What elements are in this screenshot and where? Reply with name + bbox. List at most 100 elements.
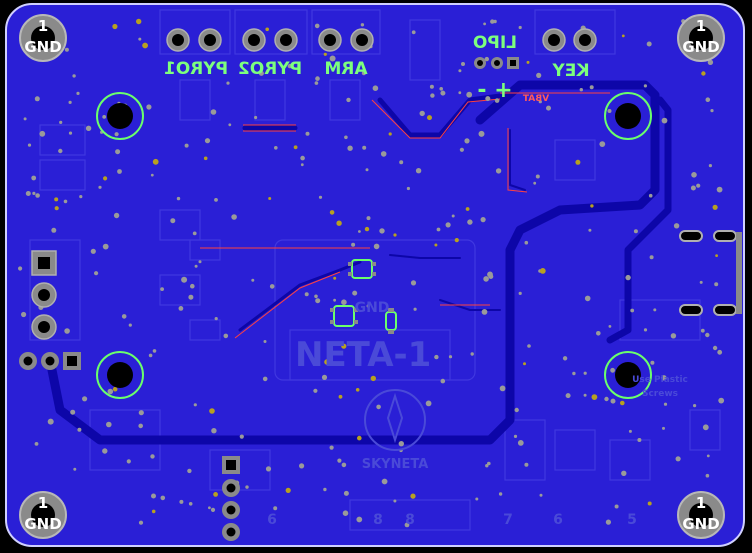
via — [546, 105, 551, 111]
via — [480, 217, 486, 223]
via — [68, 131, 73, 135]
via — [366, 216, 371, 221]
via — [192, 231, 197, 236]
via — [535, 174, 540, 179]
via — [209, 408, 215, 414]
via — [176, 196, 181, 201]
red-traces — [200, 92, 610, 339]
via — [488, 274, 494, 279]
via — [287, 63, 293, 69]
center-gnd-label: GND — [355, 300, 390, 316]
via — [262, 376, 268, 382]
via — [708, 164, 713, 168]
via — [198, 260, 202, 264]
via — [610, 367, 615, 373]
board-title: NETA-1 — [295, 335, 431, 375]
bottom-number: 5 — [627, 512, 637, 528]
via — [589, 85, 594, 90]
mounting-hole — [604, 92, 652, 140]
via — [361, 71, 366, 76]
arm-label: ARM — [324, 59, 367, 79]
via — [356, 516, 363, 523]
via — [79, 195, 83, 199]
via — [107, 388, 114, 395]
via — [518, 291, 522, 295]
via — [314, 294, 318, 299]
via — [54, 197, 59, 202]
via — [429, 84, 434, 89]
via — [90, 248, 96, 254]
via — [31, 175, 37, 181]
corner-pad-bottom-right: 1 GND — [677, 491, 725, 539]
via — [425, 400, 432, 407]
via — [705, 332, 710, 338]
via — [103, 176, 108, 181]
via — [336, 220, 342, 226]
via — [188, 502, 193, 506]
via — [399, 160, 404, 165]
mounting-holes — [96, 92, 652, 399]
via — [481, 309, 488, 315]
via — [643, 328, 648, 332]
via — [113, 212, 120, 219]
mirrored-silkscreen: PYRO1 PYRO2 ARM LIPO + - KEY VBAT — [164, 33, 590, 104]
via — [76, 91, 80, 95]
via — [112, 23, 118, 30]
via — [138, 37, 142, 41]
via — [47, 418, 54, 425]
via — [25, 191, 31, 196]
via — [381, 478, 388, 485]
via — [152, 158, 159, 165]
via — [527, 344, 531, 348]
via — [590, 204, 594, 208]
via — [565, 393, 571, 399]
via — [341, 299, 347, 306]
via — [347, 145, 353, 151]
corner-pad-label: GND — [24, 38, 61, 56]
corner-pad-number: 1 — [38, 17, 48, 35]
via — [64, 328, 70, 334]
via — [628, 429, 632, 433]
via — [584, 295, 591, 302]
via — [364, 226, 370, 232]
header-pads-left — [19, 250, 81, 370]
via — [333, 276, 337, 280]
via — [372, 85, 379, 91]
via — [490, 19, 495, 24]
via — [517, 440, 524, 446]
via — [702, 424, 709, 431]
via — [98, 185, 102, 189]
via — [51, 227, 57, 233]
via — [343, 490, 349, 496]
via — [514, 407, 519, 413]
via — [610, 398, 616, 404]
bottom-number: 6 — [267, 512, 277, 528]
via — [458, 69, 462, 73]
via — [150, 454, 155, 459]
via — [300, 163, 304, 167]
via — [329, 445, 334, 450]
via — [583, 371, 587, 375]
mounting-hole — [604, 351, 652, 399]
via — [393, 499, 397, 503]
via — [707, 59, 714, 65]
via — [34, 442, 39, 446]
via — [445, 222, 451, 228]
via — [673, 223, 680, 229]
via — [265, 466, 272, 472]
via — [21, 311, 27, 318]
via — [160, 495, 166, 501]
via — [398, 441, 404, 447]
via — [181, 276, 188, 283]
via — [299, 463, 305, 469]
via — [440, 90, 446, 96]
via — [32, 191, 36, 195]
via — [362, 145, 367, 150]
via — [717, 349, 723, 355]
via — [643, 84, 648, 88]
via — [27, 143, 32, 147]
via — [690, 185, 696, 191]
via — [138, 423, 143, 429]
corner-pad-top-left: 1 GND — [19, 14, 67, 62]
